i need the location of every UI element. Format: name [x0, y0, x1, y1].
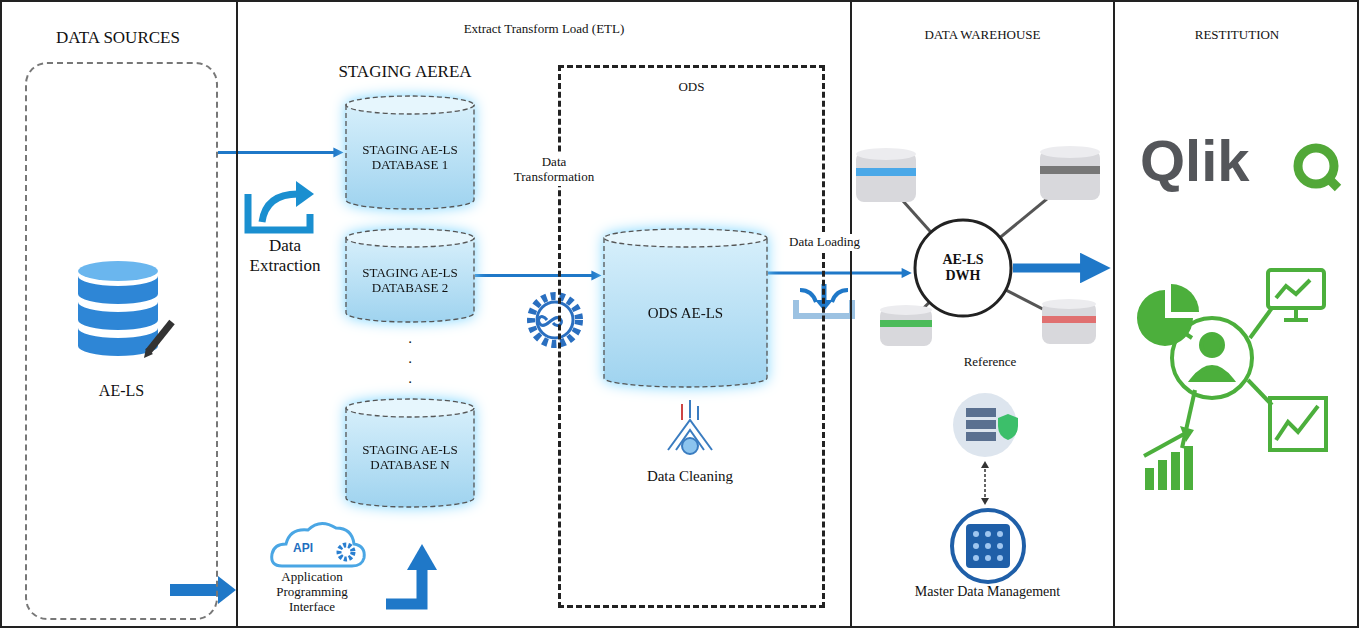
api-cloud: [272, 523, 365, 566]
staging-database: STAGING AE-LS DATABASE 2: [345, 228, 475, 323]
transform-gear: [531, 296, 579, 344]
dwh-circle: AE-LS DWH: [913, 218, 1013, 318]
source-box: AE-LS: [25, 62, 218, 620]
column-panel: Extract Transform Load (ETL) STAGING AE-L…: [238, 0, 852, 628]
column-heading: DATA SOURCES: [56, 28, 180, 48]
ods-database: ODS AE-LS: [603, 228, 768, 388]
database-icon: [78, 261, 172, 358]
column-panel: DATA WAREHOUSE AE-LS DWH: [852, 0, 1115, 628]
step-label: Data Transformation: [508, 154, 600, 186]
database-name: ODS AE-LS: [648, 305, 723, 322]
ods-box: ODS ODS AE-LS: [558, 65, 825, 608]
flow-connector: [218, 151, 335, 154]
qlik-mark: [1298, 148, 1338, 188]
staging-database: STAGING AE-LS DATABASE N: [345, 398, 475, 508]
ellipsis-dot: .: [395, 370, 425, 387]
column-heading: Extract Transform Load (ETL): [464, 22, 625, 37]
ellipsis-dot: .: [395, 350, 425, 367]
flow-connector: [475, 274, 593, 277]
source-name: AE-LS: [99, 382, 144, 400]
extraction-icon: [248, 181, 314, 230]
database-name: STAGING AE-LS DATABASE 2: [353, 266, 467, 296]
database-name: STAGING AE-LS DATABASE N: [353, 443, 467, 473]
step-label: Data Cleaning: [590, 468, 790, 485]
column-panel: DATA SOURCES AE-LS: [0, 0, 238, 628]
ellipsis-dot: .: [395, 330, 425, 347]
api-badge: API: [283, 542, 323, 556]
staging-database: STAGING AE-LS DATABASE 1: [345, 95, 475, 210]
flow-connector: [1013, 264, 1086, 273]
dwh-network: [856, 146, 1100, 346]
step-label: Master Data Management: [865, 584, 1110, 600]
mdm-icons: [952, 393, 1024, 582]
column-heading: RESTITUTION: [1195, 28, 1280, 43]
dashboard-icons: [1137, 270, 1326, 490]
step-label: Reference: [935, 355, 1045, 370]
cleaning-icon: [668, 400, 712, 454]
column-heading: DATA WAREHOUSE: [924, 28, 1040, 43]
logo-text: Qlik: [1140, 128, 1290, 195]
column-panel: RESTITUTION: [1115, 0, 1359, 628]
area-heading: STAGING AEREA: [320, 62, 490, 82]
flow-connector: [768, 272, 904, 275]
step-label: Application Programming Interface: [258, 570, 366, 615]
database-name: STAGING AE-LS DATABASE 1: [353, 143, 467, 173]
ods-heading: ODS: [678, 80, 704, 95]
dwh-name: AE-LS DWH: [925, 252, 1001, 284]
step-label: Data Extraction: [236, 236, 334, 275]
